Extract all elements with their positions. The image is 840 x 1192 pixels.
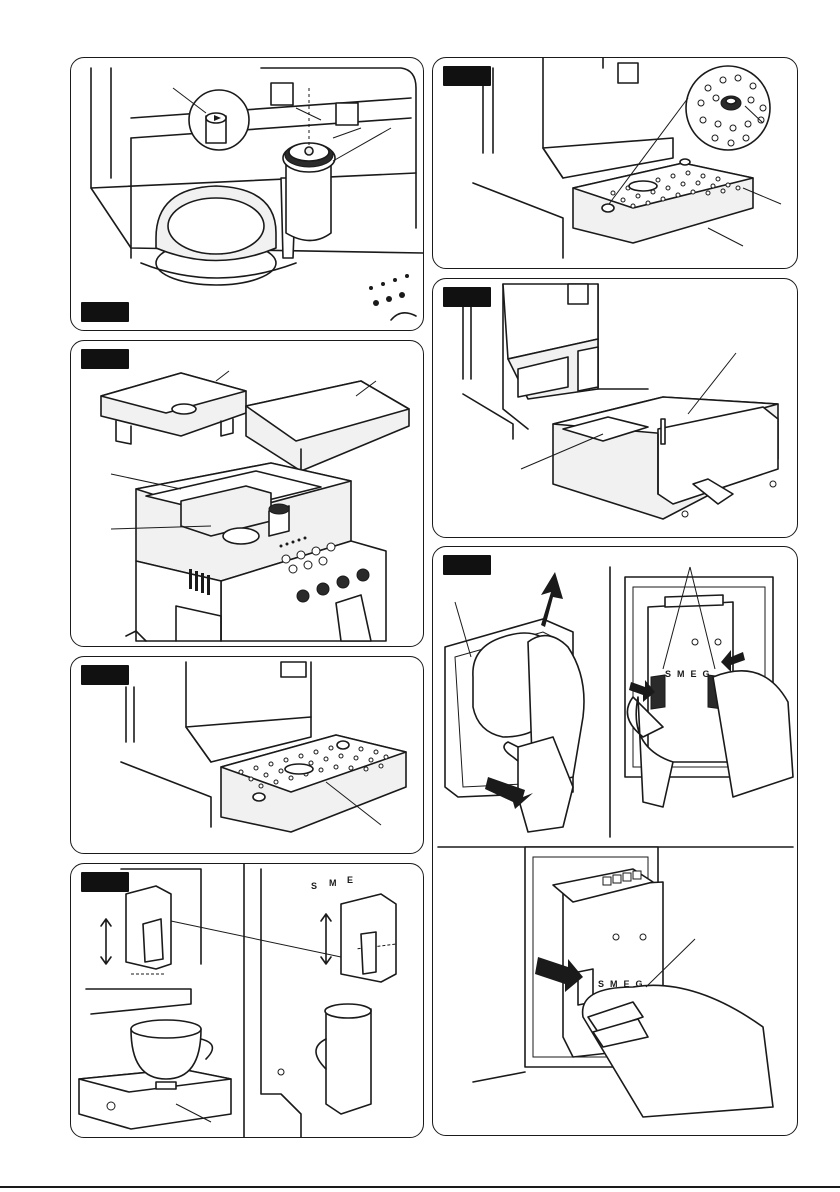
panel-grounds-container bbox=[432, 278, 798, 538]
step-box-1 bbox=[271, 83, 293, 105]
figure-tag bbox=[443, 555, 491, 575]
step-box-2 bbox=[336, 103, 358, 125]
figure-tag bbox=[81, 349, 129, 369]
figure-tag bbox=[81, 302, 129, 322]
panel-drip-tray-front bbox=[70, 656, 424, 854]
figure-tag bbox=[81, 665, 129, 685]
grounds-container-illustration bbox=[433, 279, 797, 537]
brand-letter-s: S bbox=[311, 881, 323, 891]
panel-dispenser-height: S M E bbox=[70, 863, 424, 1138]
drip-tray-illustration bbox=[433, 58, 797, 268]
drip-tray-front-illustration bbox=[71, 657, 423, 853]
grinder-illustration bbox=[71, 58, 423, 330]
panel-grinder-top-view bbox=[70, 57, 424, 331]
panel-drip-tray-detail bbox=[432, 57, 798, 269]
figure-tag bbox=[81, 872, 129, 892]
control-dots bbox=[369, 274, 409, 306]
brand-letter-e: E bbox=[347, 875, 359, 885]
brand-letter-m: M bbox=[329, 878, 343, 888]
panel-covers-removal bbox=[70, 340, 424, 647]
brand-letters-dispenser: S M E bbox=[311, 875, 359, 891]
brewing-unit-illustration: SMEG SMEG bbox=[433, 547, 797, 1135]
covers-illustration bbox=[71, 341, 423, 646]
panel-brewing-unit-removal: SMEG SMEG bbox=[432, 546, 798, 1136]
dispenser-illustration: S M E bbox=[71, 864, 423, 1137]
page-bottom-rule bbox=[0, 1186, 840, 1188]
figure-tag bbox=[443, 287, 491, 307]
figure-tag bbox=[443, 66, 491, 86]
